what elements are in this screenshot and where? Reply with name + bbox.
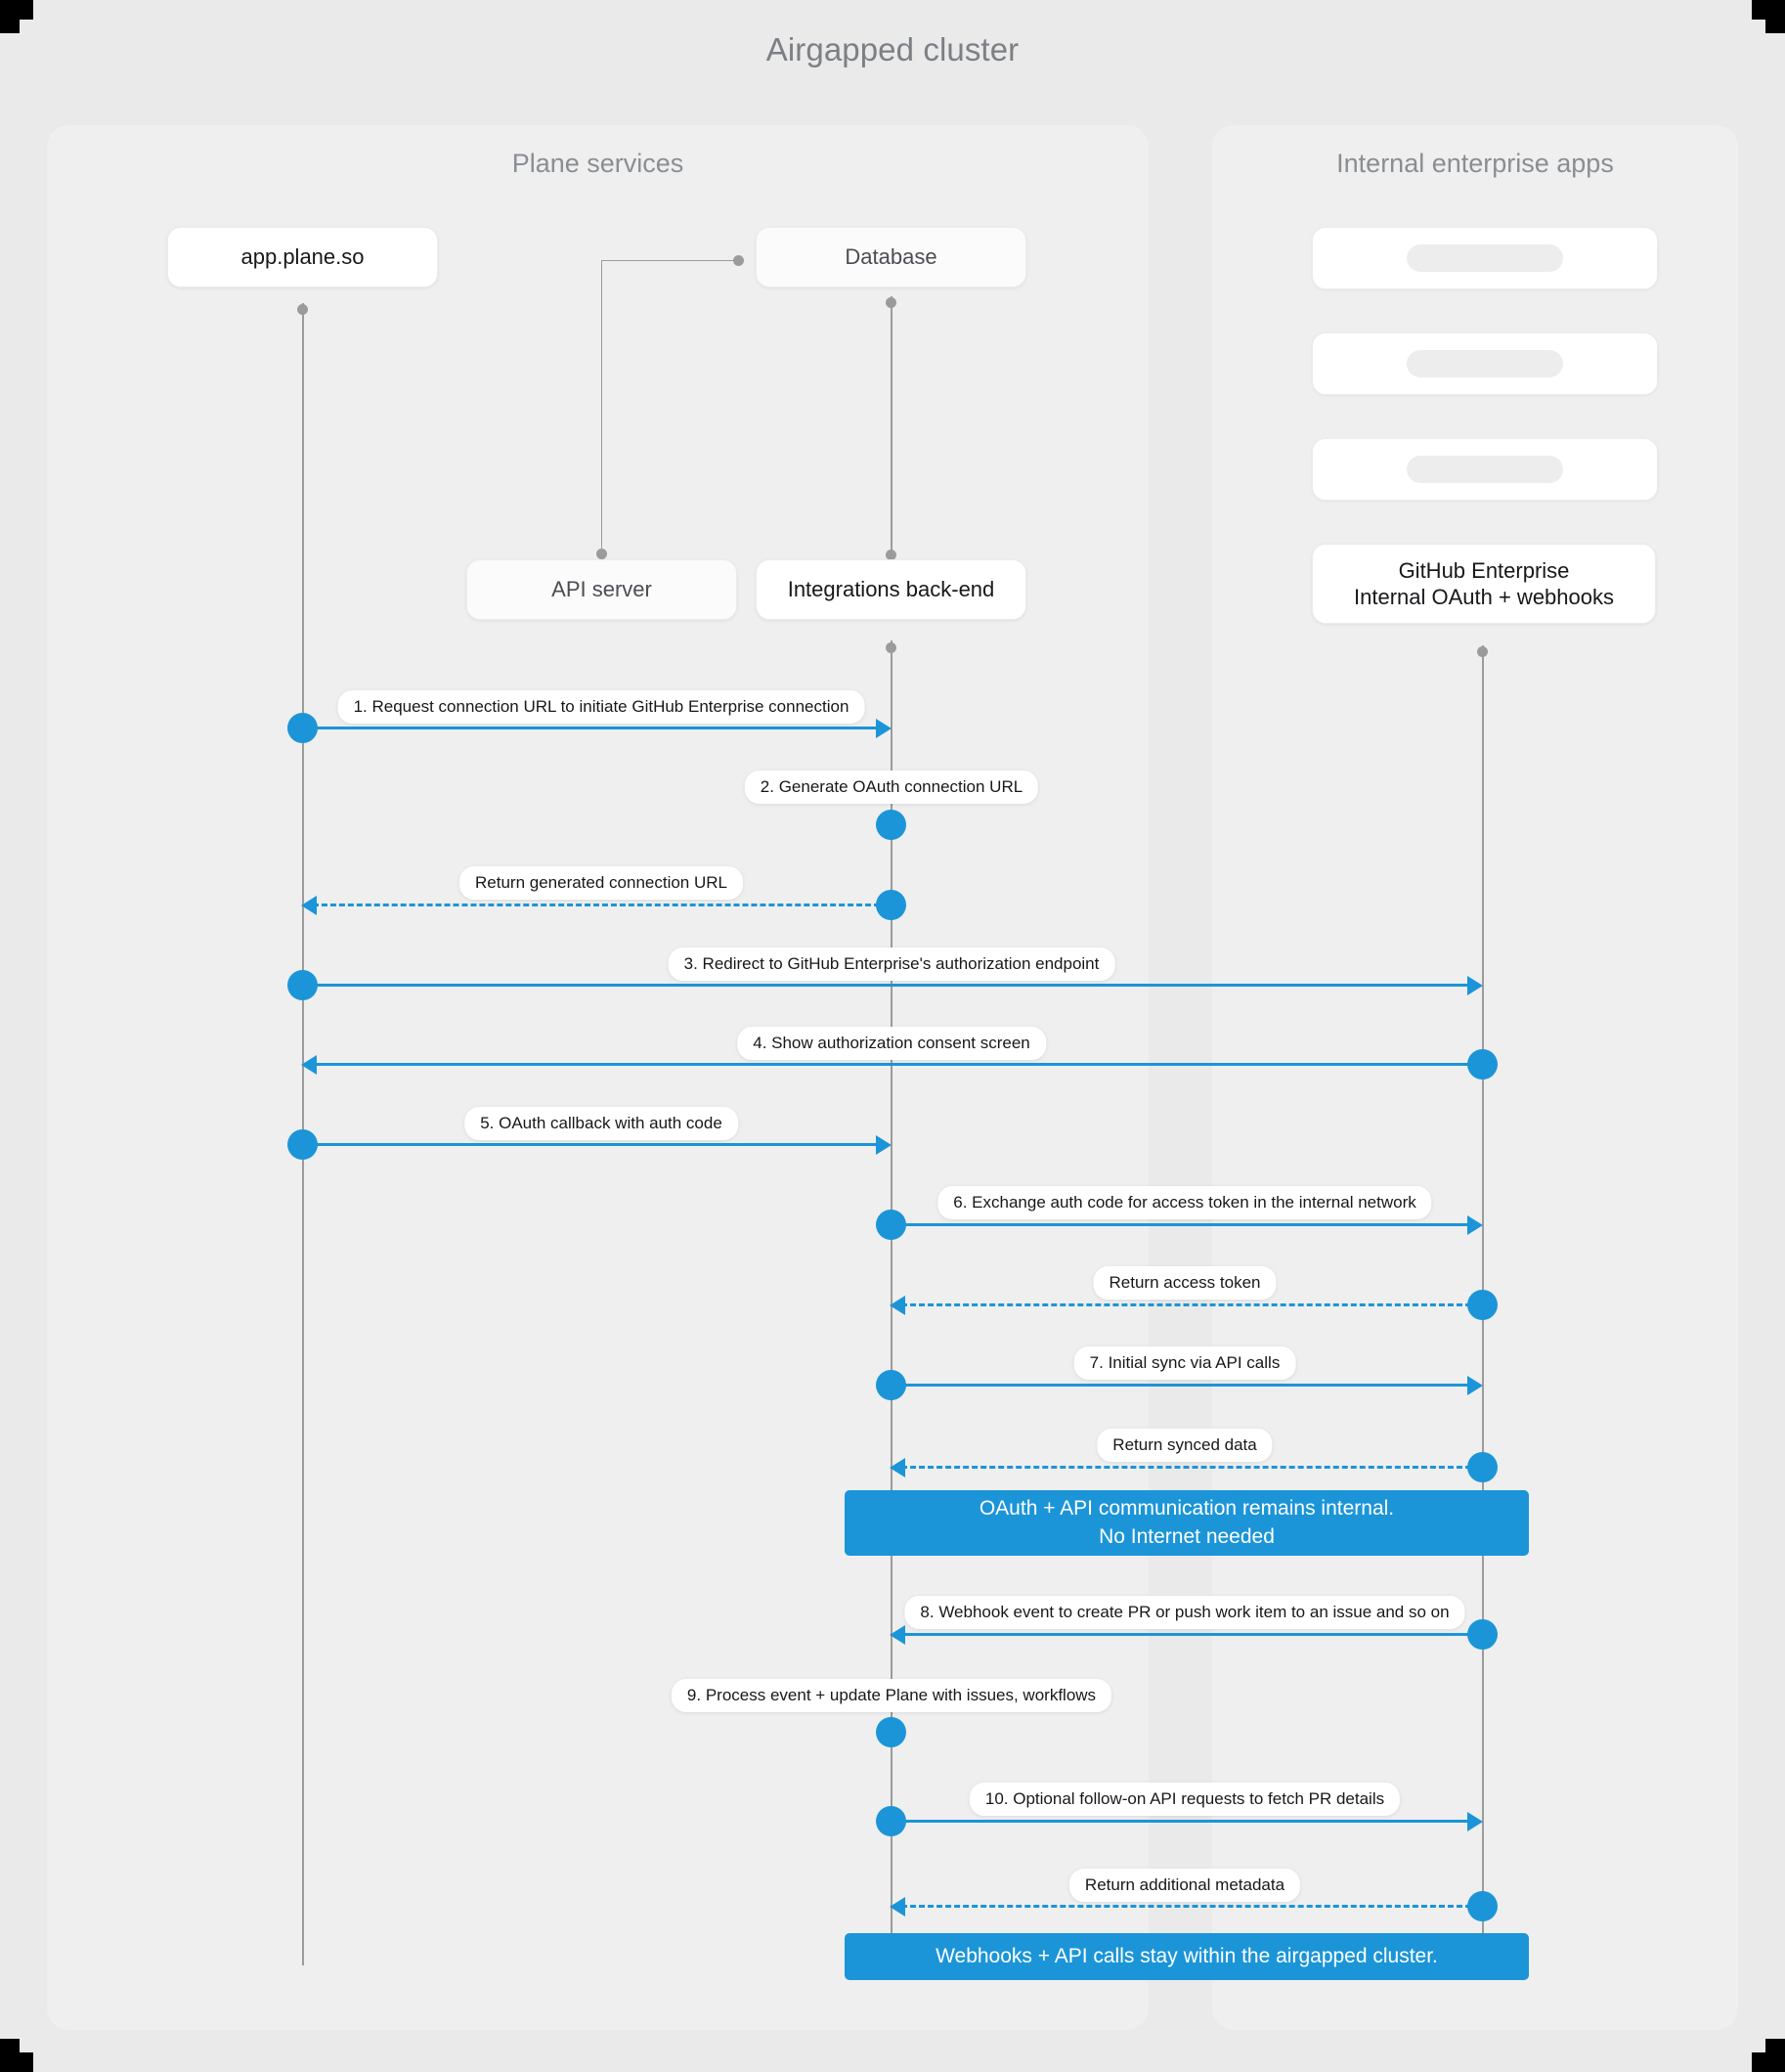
connector-database-to-api-server-vertical	[601, 260, 602, 553]
activation-dot-10-source	[1467, 1452, 1498, 1482]
placeholder-app-card-3[interactable]	[1312, 438, 1658, 501]
activation-dot-11-source	[1467, 1619, 1498, 1650]
message-arrow-14	[901, 1905, 1471, 1908]
lifeline-database	[891, 296, 892, 560]
activation-dot-9-source	[876, 1370, 906, 1400]
crop-mark-bottom-right	[1765, 2039, 1785, 2072]
arrowhead-10	[890, 1458, 905, 1477]
message-arrow-4	[303, 984, 1471, 987]
message-arrow-5	[313, 1063, 1481, 1066]
message-arrow-3	[313, 904, 880, 906]
message-label-8: Return access token	[1093, 1266, 1277, 1300]
arrowhead-13	[1467, 1812, 1483, 1831]
message-label-11: 8. Webhook event to create PR or push wo…	[904, 1596, 1465, 1629]
activation-dot-13-source	[876, 1806, 906, 1836]
message-arrow-6	[303, 1143, 880, 1146]
activation-dot-3-source	[876, 890, 906, 920]
lifeline-dot-database-top	[886, 297, 896, 308]
message-label-13: 10. Optional follow-on API requests to f…	[969, 1783, 1401, 1816]
participant-label-app-plane-so: app.plane.so	[240, 244, 365, 270]
message-label-6: 5. OAuth callback with auth code	[464, 1107, 738, 1140]
activation-dot-2-self	[876, 810, 906, 840]
arrowhead-5	[301, 1055, 317, 1075]
connector-dot-api-server-top	[596, 549, 607, 559]
crop-mark-top-right	[1765, 0, 1785, 33]
lifeline-dot-database-bottom	[886, 550, 896, 560]
participant-label-github-enterprise-line2: Internal OAuth + webhooks	[1354, 585, 1614, 609]
connector-database-to-api-server-horizontal	[601, 260, 738, 261]
message-label-12: 9. Process event + update Plane with iss…	[671, 1679, 1112, 1712]
lifeline-dot-github-enterprise	[1477, 646, 1488, 657]
message-label-5: 4. Show authorization consent screen	[737, 1027, 1046, 1060]
participant-label-github-enterprise-line1: GitHub Enterprise	[1398, 557, 1570, 583]
placeholder-app-card-2[interactable]	[1312, 332, 1658, 395]
placeholder-app-card-1[interactable]	[1312, 227, 1658, 289]
arrowhead-1	[876, 719, 892, 738]
message-label-3: Return generated connection URL	[459, 866, 743, 900]
placeholder-pill-2	[1407, 350, 1563, 377]
activation-dot-8-source	[1467, 1290, 1498, 1320]
message-label-7: 6. Exchange auth code for access token i…	[937, 1186, 1432, 1219]
message-label-4: 3. Redirect to GitHub Enterprise's autho…	[668, 948, 1115, 981]
message-arrow-7	[892, 1223, 1471, 1226]
message-label-9: 7. Initial sync via API calls	[1073, 1346, 1296, 1380]
activation-dot-12-self	[876, 1717, 906, 1747]
group-title-plane-services: Plane services	[511, 149, 684, 178]
lifeline-dot-app-plane-so	[297, 304, 308, 315]
note-airgapped: Webhooks + API calls stay within the air…	[845, 1933, 1529, 1980]
activation-dot-7-source	[876, 1210, 906, 1240]
activation-dot-1-source	[287, 713, 318, 743]
arrowhead-8	[890, 1296, 905, 1315]
placeholder-pill-3	[1407, 456, 1563, 483]
note-airgapped-line1: Webhooks + API calls stay within the air…	[936, 1944, 1438, 1967]
connector-dot-database-side	[733, 255, 744, 266]
message-label-10: Return synced data	[1097, 1429, 1273, 1462]
diagram-title: Airgapped cluster	[765, 31, 1020, 67]
note-internal-only-line1: OAuth + API communication remains intern…	[979, 1497, 1395, 1521]
group-title-internal-enterprise-apps: Internal enterprise apps	[1336, 149, 1614, 178]
lifeline-dot-integrations-backend	[886, 642, 896, 653]
participant-integrations-backend[interactable]: Integrations back-end	[756, 559, 1026, 620]
activation-dot-6-source	[287, 1129, 318, 1160]
activation-dot-5-source	[1467, 1049, 1498, 1080]
participant-app-plane-so[interactable]: app.plane.so	[167, 227, 438, 287]
arrowhead-11	[890, 1625, 905, 1645]
note-internal-only: OAuth + API communication remains intern…	[845, 1490, 1529, 1556]
message-arrow-1	[303, 727, 880, 729]
message-label-14: Return additional metadata	[1068, 1869, 1301, 1902]
message-label-1: 1. Request connection URL to initiate Gi…	[337, 690, 865, 724]
note-internal-only-line2: No Internet needed	[1099, 1524, 1275, 1548]
participant-label-database: Database	[845, 244, 937, 270]
participant-github-enterprise[interactable]: GitHub Enterprise Internal OAuth + webho…	[1312, 544, 1656, 624]
arrowhead-14	[890, 1897, 905, 1917]
arrowhead-7	[1467, 1215, 1483, 1235]
participant-label-integrations-backend: Integrations back-end	[787, 577, 995, 602]
arrowhead-4	[1467, 976, 1483, 995]
crop-mark-top-left	[0, 0, 20, 33]
message-arrow-11	[901, 1633, 1471, 1636]
message-label-2: 2. Generate OAuth connection URL	[744, 771, 1039, 804]
message-arrow-9	[892, 1384, 1471, 1387]
crop-mark-bottom-left	[0, 2039, 20, 2072]
message-arrow-8	[901, 1303, 1471, 1306]
arrowhead-9	[1467, 1376, 1483, 1395]
activation-dot-4-source	[287, 970, 318, 1000]
arrowhead-6	[876, 1135, 892, 1155]
participant-label-api-server: API server	[551, 577, 652, 602]
participant-api-server[interactable]: API server	[466, 559, 737, 620]
activation-dot-14-source	[1467, 1891, 1498, 1921]
message-arrow-13	[892, 1820, 1471, 1823]
placeholder-pill-1	[1407, 244, 1563, 272]
arrowhead-3	[301, 896, 317, 915]
participant-database[interactable]: Database	[756, 227, 1026, 287]
message-arrow-10	[901, 1466, 1471, 1469]
group-panel-plane-services: Plane services	[47, 125, 1149, 2030]
